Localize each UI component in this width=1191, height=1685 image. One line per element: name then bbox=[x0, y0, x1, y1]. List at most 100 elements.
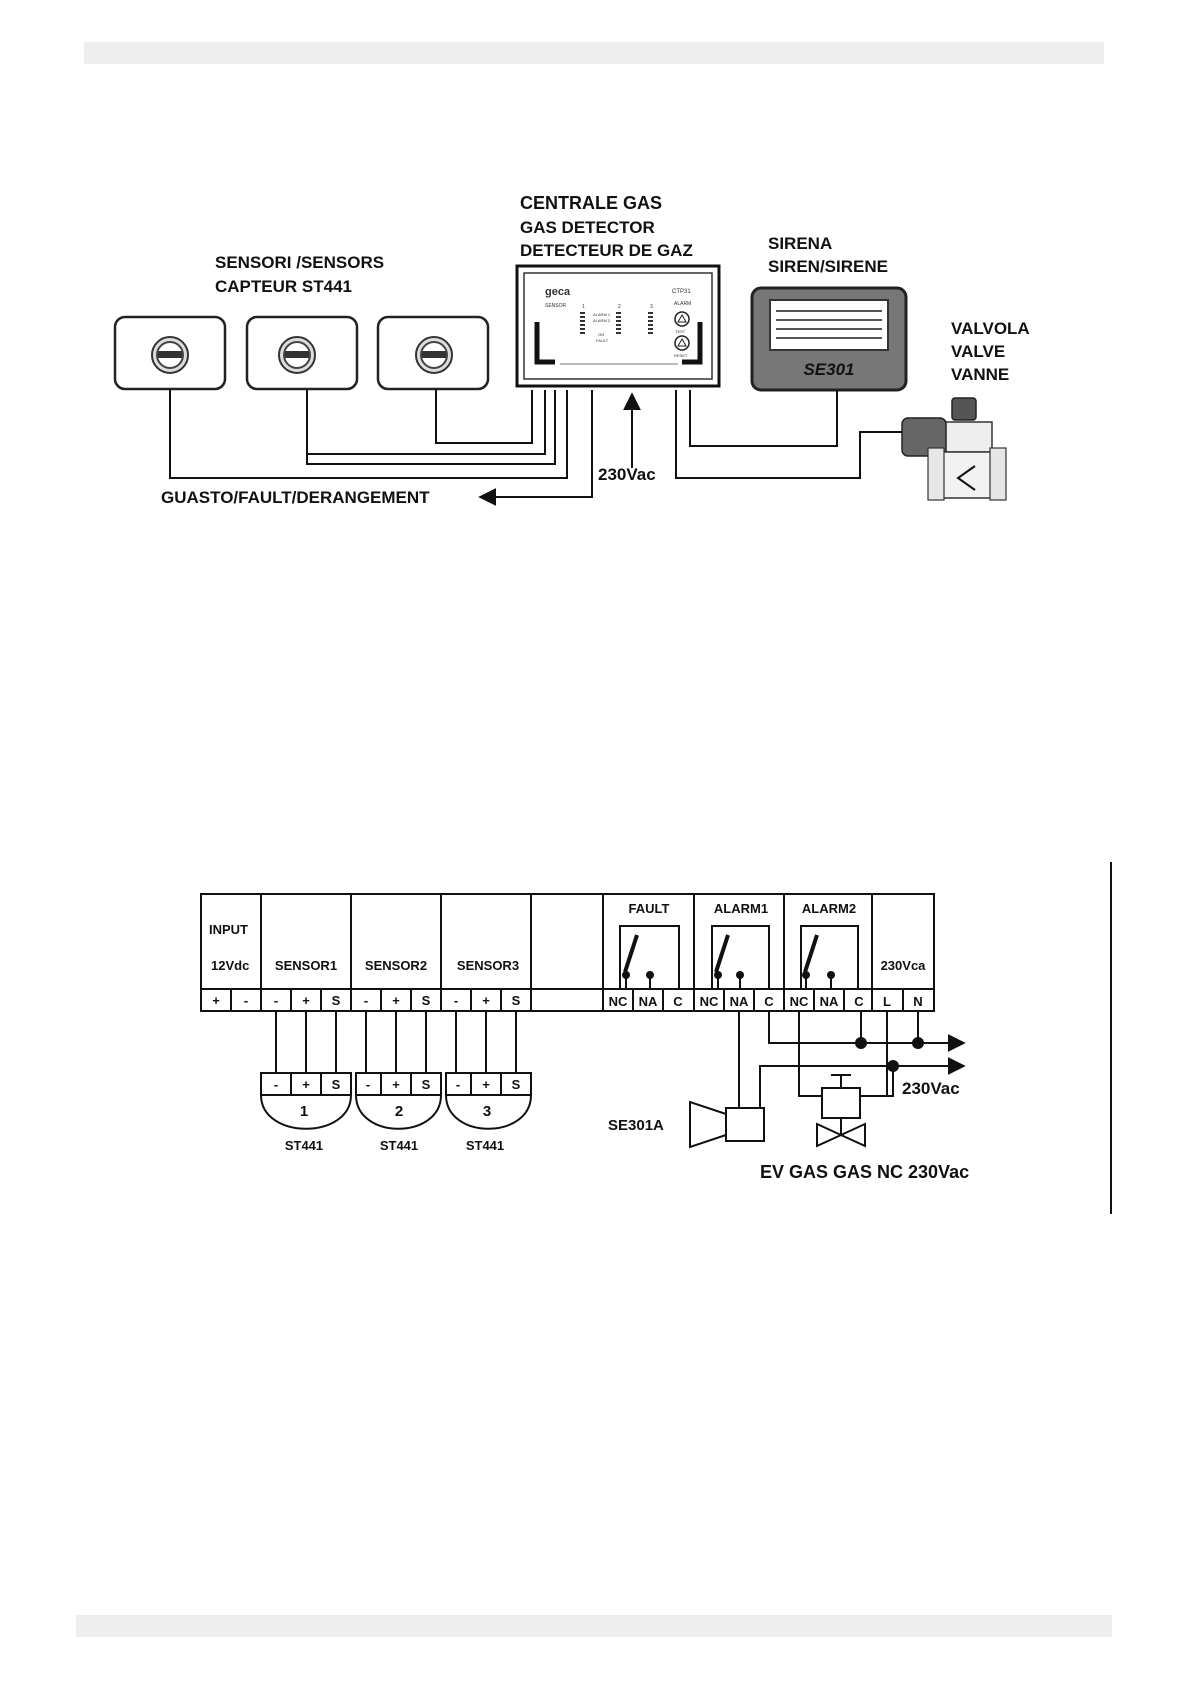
gas-detector-panel: geca CTP31 SENSOR ALARM 1 2 3 ALARM 1 AL… bbox=[515, 264, 721, 388]
st441-2-minus: - bbox=[366, 1077, 370, 1092]
panel-brand: geca bbox=[545, 286, 571, 298]
terminal-labels: + - - + S - + S - + S NC NA C NC NA C NC… bbox=[212, 993, 922, 1009]
siren-model-label: SE301 bbox=[803, 360, 854, 379]
valve-label-line3: VANNE bbox=[951, 365, 1009, 384]
mains-power-label: 230Vac bbox=[598, 465, 656, 484]
sensor3-header: SENSOR3 bbox=[457, 958, 519, 973]
fault-output-label: GUASTO/FAULT/DERANGEMENT bbox=[161, 488, 430, 507]
terminal-s1-signal: S bbox=[332, 993, 341, 1008]
header-band bbox=[84, 42, 1104, 64]
terminal-s2-plus: + bbox=[392, 993, 400, 1008]
st441-3-minus: - bbox=[456, 1077, 460, 1092]
overview-diagram: SENSORI /SENSORS CAPTEUR ST441 GECA GECA… bbox=[113, 193, 1030, 507]
sensor-unit-1: GECA bbox=[113, 315, 227, 391]
panel-reset-label: RESET bbox=[674, 353, 688, 358]
st441-1-model: ST441 bbox=[285, 1138, 323, 1153]
siren-model-label-bottom: SE301A bbox=[608, 1117, 664, 1134]
panel-alarm2-label: ALARM 2 bbox=[593, 318, 611, 323]
terminal-input-minus: - bbox=[244, 993, 248, 1008]
terminal-s3-signal: S bbox=[512, 993, 521, 1008]
panel-model: CTP31 bbox=[672, 289, 691, 295]
sensor-2-face-label: GECA bbox=[290, 353, 305, 359]
sensor-unit-3: GECA bbox=[376, 315, 490, 391]
central-label-line3: DETECTEUR DE GAZ bbox=[520, 241, 693, 260]
st441-2-plus: + bbox=[392, 1077, 400, 1092]
alarm1-relay-header: ALARM1 bbox=[714, 901, 768, 916]
panel-led-columns bbox=[580, 312, 653, 334]
sensor-1-face-label: GECA bbox=[163, 353, 178, 359]
valve-label-line2: VALVE bbox=[951, 342, 1005, 361]
terminal-alarm2-nc: NC bbox=[790, 994, 809, 1009]
sensors-label-line1: SENSORI /SENSORS bbox=[215, 253, 384, 272]
terminal-fault-na: NA bbox=[639, 994, 658, 1009]
st441-1-signal: S bbox=[332, 1077, 341, 1092]
terminal-input-plus: + bbox=[212, 993, 220, 1008]
valve-unit bbox=[901, 397, 1007, 501]
sensor-wiring bbox=[275, 1011, 517, 1073]
panel-sensor-text: SENSOR bbox=[545, 303, 567, 309]
junction-dots bbox=[855, 1037, 924, 1072]
terminal-s3-minus: - bbox=[454, 993, 458, 1008]
input-title: INPUT bbox=[209, 922, 248, 937]
siren-symbol bbox=[689, 1100, 765, 1149]
st441-3-model: ST441 bbox=[466, 1138, 504, 1153]
relay-contact-dots bbox=[622, 971, 835, 979]
siren-unit: SE301 bbox=[750, 286, 908, 392]
panel-on-label: ON bbox=[598, 332, 604, 337]
st441-sensor-1: - + S 1 bbox=[260, 1072, 352, 1130]
panel-reset-button: RESET bbox=[674, 335, 690, 358]
terminal-s2-minus: - bbox=[364, 993, 368, 1008]
sensor2-header: SENSOR2 bbox=[365, 958, 427, 973]
panel-left-bracket bbox=[534, 322, 555, 365]
terminal-alarm2-c: C bbox=[854, 994, 864, 1009]
terminal-mains-n: N bbox=[913, 994, 922, 1009]
panel-alarm-text: ALARM bbox=[674, 301, 691, 307]
terminal-fault-nc: NC bbox=[609, 994, 628, 1009]
sensor-unit-2: GECA bbox=[245, 315, 359, 391]
panel-test-label: TEST bbox=[675, 329, 686, 334]
output-mains-label: 230Vac bbox=[902, 1079, 960, 1098]
terminal-alarm1-c: C bbox=[764, 994, 774, 1009]
panel-right-bracket bbox=[682, 322, 703, 365]
terminal-alarm1-nc: NC bbox=[700, 994, 719, 1009]
alarm2-relay-header: ALARM2 bbox=[802, 901, 856, 916]
st441-sensor-3: - + S 3 bbox=[445, 1072, 532, 1130]
terminal-s2-signal: S bbox=[422, 993, 431, 1008]
st441-2-number: 2 bbox=[395, 1103, 403, 1120]
st441-3-signal: S bbox=[512, 1077, 521, 1092]
valve-label-bottom: EV GAS GAS NC 230Vac bbox=[760, 1162, 969, 1182]
input-voltage: 12Vdc bbox=[211, 958, 249, 973]
terminal-s1-plus: + bbox=[302, 993, 310, 1008]
terminal-mains-l: L bbox=[883, 994, 891, 1009]
terminal-alarm2-na: NA bbox=[820, 994, 839, 1009]
fault-relay-header: FAULT bbox=[629, 901, 670, 916]
terminal-alarm1-na: NA bbox=[730, 994, 749, 1009]
panel-fault-label: FAULT bbox=[596, 338, 609, 343]
st441-sensor-2: - + S 2 bbox=[355, 1072, 442, 1130]
terminal-block bbox=[200, 893, 935, 1012]
panel-channel-3: 3 bbox=[650, 304, 653, 310]
st441-1-plus: + bbox=[302, 1077, 310, 1092]
st441-2-model: ST441 bbox=[380, 1138, 418, 1153]
terminal-fault-c: C bbox=[673, 994, 683, 1009]
panel-test-button: TEST bbox=[674, 311, 690, 334]
sensors-label-line2: CAPTEUR ST441 bbox=[215, 277, 352, 296]
panel-channel-2: 2 bbox=[618, 304, 621, 310]
st441-1-number: 1 bbox=[300, 1103, 308, 1120]
central-label-line2: GAS DETECTOR bbox=[520, 218, 655, 237]
terminal-s3-plus: + bbox=[482, 993, 490, 1008]
st441-1-minus: - bbox=[274, 1077, 278, 1092]
valve-label-line1: VALVOLA bbox=[951, 319, 1030, 338]
solenoid-valve-symbol bbox=[816, 1074, 866, 1148]
sensor1-header: SENSOR1 bbox=[275, 958, 337, 973]
wiring-diagram: INPUT 12Vdc SENSOR1 SENSOR2 SENSOR3 FAUL… bbox=[200, 862, 1112, 1214]
relay-contacts bbox=[619, 925, 859, 989]
panel-alarm1-label: ALARM 1 bbox=[593, 312, 611, 317]
st441-3-number: 3 bbox=[483, 1103, 491, 1120]
siren-label-line2: SIREN/SIRENE bbox=[768, 257, 888, 276]
st441-3-plus: + bbox=[482, 1077, 490, 1092]
overview-wires bbox=[169, 389, 902, 506]
mains-header: 230Vca bbox=[881, 958, 927, 973]
siren-label-line1: SIRENA bbox=[768, 234, 832, 253]
